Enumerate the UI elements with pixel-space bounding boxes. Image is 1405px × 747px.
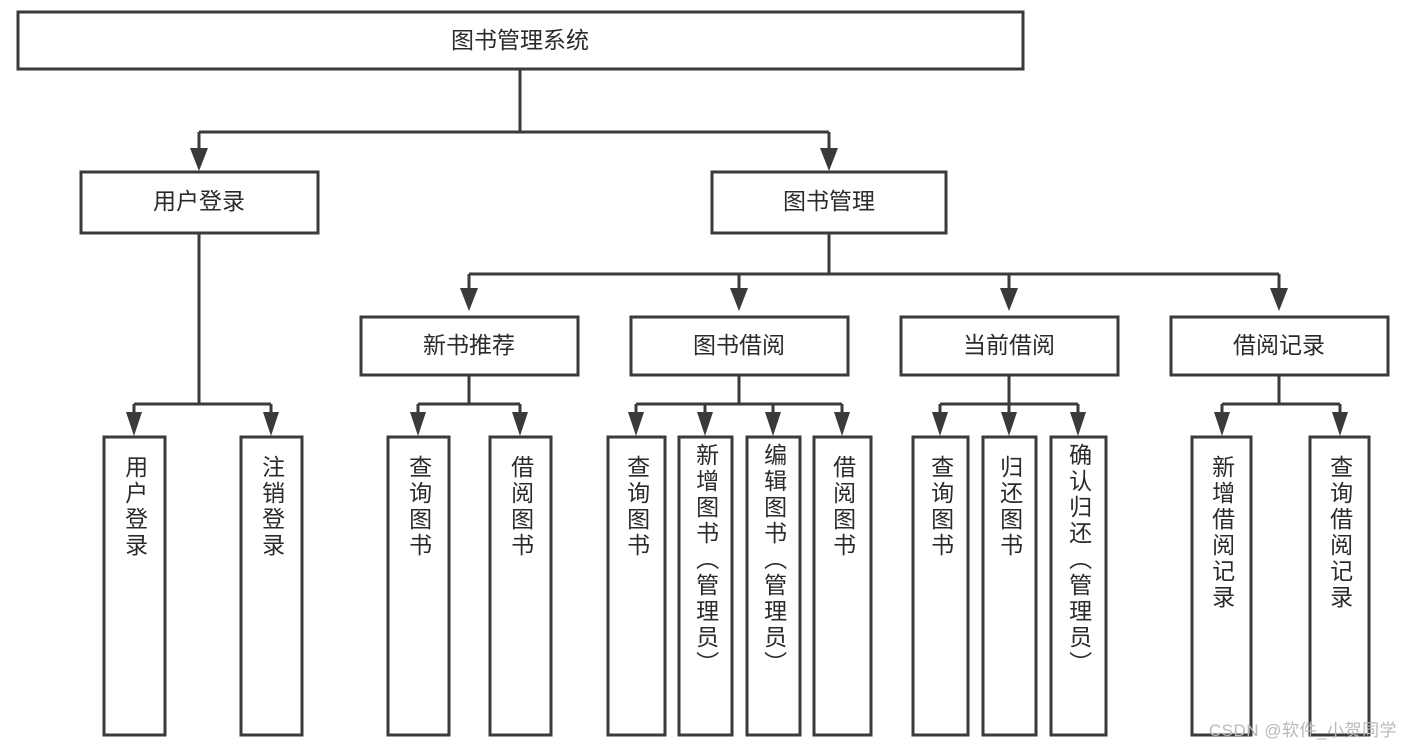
arrow-leaf-query-record-icon bbox=[1332, 412, 1348, 436]
arrow-leaf-add-book-icon bbox=[697, 412, 713, 436]
node-book-borrow-label: 图书借阅 bbox=[693, 332, 785, 358]
node-leaf-query-book-2-box[interactable] bbox=[606, 435, 667, 737]
node-leaf-return-book-box[interactable] bbox=[981, 435, 1038, 737]
arrow-leaf-borrow-book-2-icon bbox=[834, 412, 850, 436]
node-leaf-query-record-box[interactable] bbox=[1308, 435, 1371, 737]
node-user-login[interactable]: 用户登录 bbox=[79, 170, 320, 235]
node-borrow-record[interactable]: 借阅记录 bbox=[1169, 315, 1390, 377]
node-new-book-recommend[interactable]: 新书推荐 bbox=[359, 315, 580, 377]
arrow-leaf-return-book-icon bbox=[1001, 412, 1017, 436]
node-new-book-recommend-box[interactable] bbox=[359, 315, 580, 377]
node-leaf-user-login-box[interactable] bbox=[102, 435, 167, 737]
node-current-borrow-box[interactable] bbox=[899, 315, 1120, 377]
node-book-manage-label: 图书管理 bbox=[783, 188, 875, 214]
node-leaf-confirm-return-box[interactable] bbox=[1049, 435, 1108, 737]
node-root[interactable]: 图书管理系统 bbox=[16, 10, 1025, 71]
arrow-to-user-login-icon bbox=[190, 148, 208, 171]
arrow-to-book-manage-icon bbox=[820, 148, 838, 171]
node-leaf-query-book-3-box[interactable] bbox=[911, 435, 970, 737]
arrow-leaf-query-book-1-icon bbox=[410, 412, 426, 436]
arrow-leaf-borrow-book-1-icon bbox=[512, 412, 528, 436]
arrow-to-borrow-record-icon bbox=[1270, 288, 1288, 311]
node-leaf-edit-book-box[interactable] bbox=[745, 435, 802, 737]
node-book-manage[interactable]: 图书管理 bbox=[710, 170, 948, 235]
leaf-boxes bbox=[102, 435, 1371, 737]
arrow-leaf-user-login-icon bbox=[126, 412, 142, 436]
node-root-label: 图书管理系统 bbox=[451, 27, 589, 53]
arrow-leaf-add-record-icon bbox=[1214, 412, 1230, 436]
node-book-borrow[interactable]: 图书借阅 bbox=[629, 315, 850, 377]
arrow-to-current-borrow-icon bbox=[1000, 288, 1018, 311]
arrow-leaf-confirm-return-icon bbox=[1070, 412, 1086, 436]
arrow-leaf-query-book-3-icon bbox=[932, 412, 948, 436]
node-user-login-box[interactable] bbox=[79, 170, 320, 235]
watermark-text: CSDN @软件_小贺同学 bbox=[1208, 721, 1397, 740]
node-book-manage-box[interactable] bbox=[710, 170, 948, 235]
node-leaf-query-book-1-box[interactable] bbox=[386, 435, 451, 737]
node-leaf-borrow-book-1-box[interactable] bbox=[488, 435, 553, 737]
node-borrow-record-box[interactable] bbox=[1169, 315, 1390, 377]
node-leaf-borrow-book-2-box[interactable] bbox=[812, 435, 873, 737]
arrow-leaf-query-book-2-icon bbox=[628, 412, 644, 436]
node-leaf-add-book-box[interactable] bbox=[677, 435, 734, 737]
node-root-box[interactable] bbox=[16, 10, 1025, 71]
arrow-to-new-book-icon bbox=[460, 288, 478, 311]
node-current-borrow[interactable]: 当前借阅 bbox=[899, 315, 1120, 377]
connector-layer bbox=[126, 69, 1348, 436]
arrow-leaf-user-logout-icon bbox=[263, 412, 279, 436]
node-new-book-recommend-label: 新书推荐 bbox=[423, 332, 515, 358]
arrow-leaf-edit-book-icon bbox=[765, 412, 781, 436]
node-current-borrow-label: 当前借阅 bbox=[963, 332, 1055, 358]
node-leaf-add-record-box[interactable] bbox=[1190, 435, 1253, 737]
node-user-login-label: 用户登录 bbox=[153, 188, 245, 214]
node-leaf-user-logout-box[interactable] bbox=[239, 435, 304, 737]
node-borrow-record-label: 借阅记录 bbox=[1233, 332, 1325, 358]
node-book-borrow-box[interactable] bbox=[629, 315, 850, 377]
arrow-to-book-borrow-icon bbox=[730, 288, 748, 311]
